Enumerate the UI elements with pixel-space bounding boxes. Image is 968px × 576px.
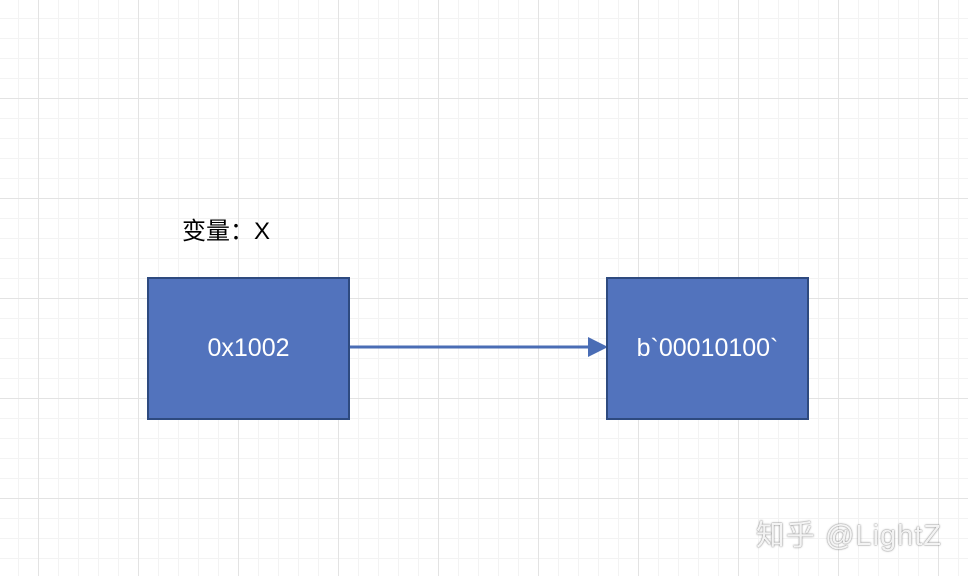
arrow-head <box>588 337 608 357</box>
address-box: 0x1002 <box>147 277 350 420</box>
value-box: b`00010100` <box>606 277 809 420</box>
variable-label: 变量：X <box>182 218 271 245</box>
value-text: b`00010100` <box>636 334 779 362</box>
watermark: 知乎 @LightZ <box>755 520 942 552</box>
address-text: 0x1002 <box>207 334 290 362</box>
